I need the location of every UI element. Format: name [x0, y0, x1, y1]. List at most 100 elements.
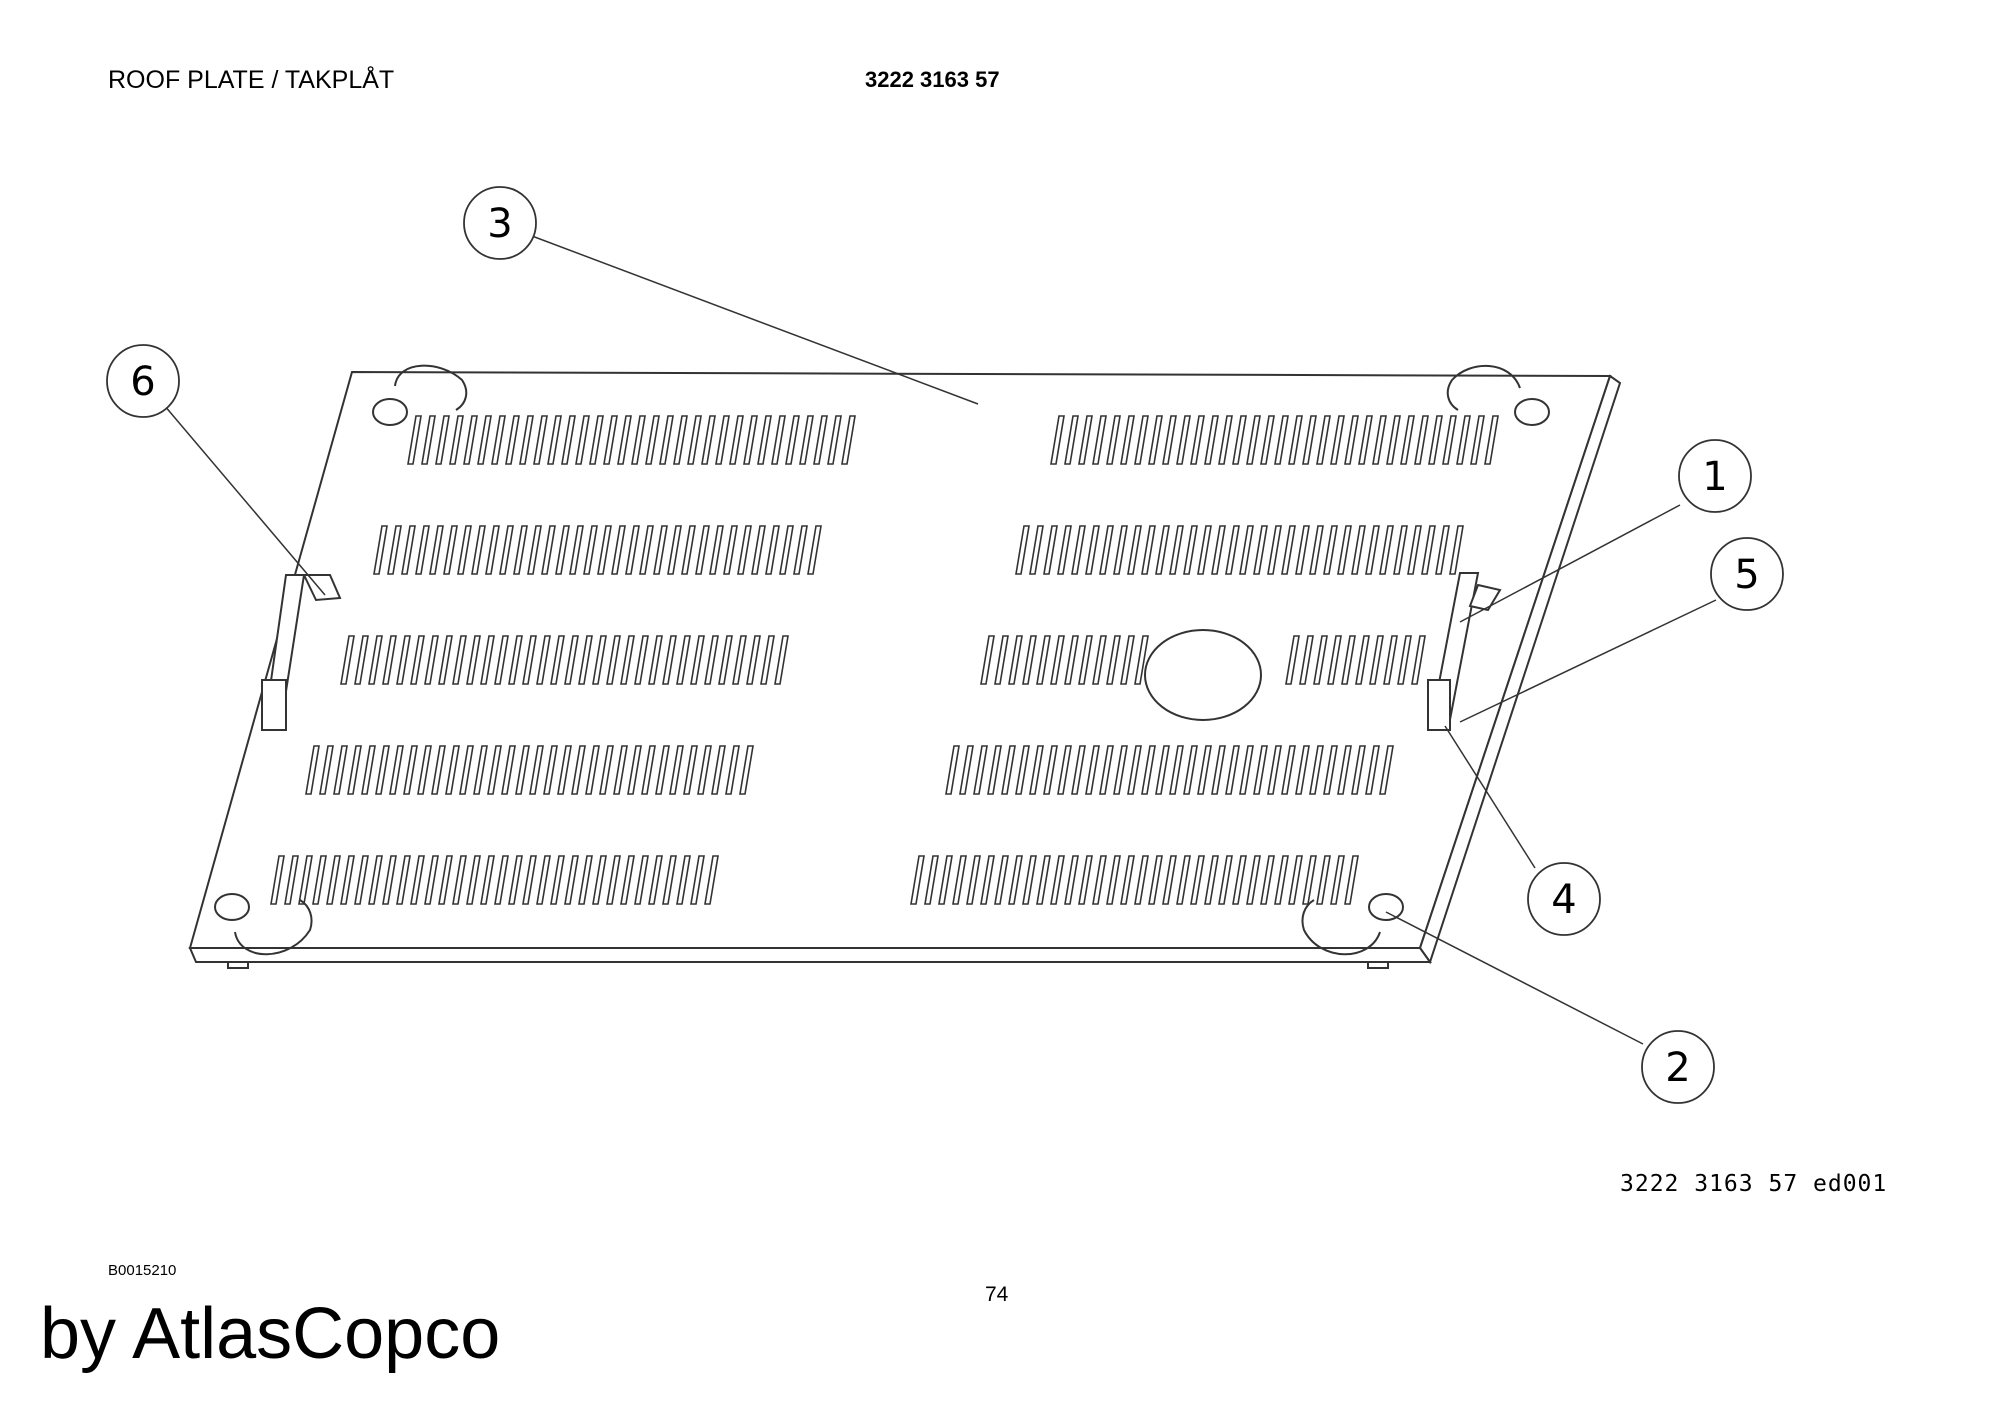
louver-slot — [723, 525, 738, 575]
louver-slot — [533, 415, 548, 465]
louver-slot — [480, 855, 495, 905]
louver-slot — [1057, 745, 1072, 795]
louver-slot — [1015, 525, 1030, 575]
louver-slot — [1197, 745, 1212, 795]
louver-slot — [519, 415, 534, 465]
louver-slot — [631, 415, 646, 465]
louver-slot — [1344, 855, 1359, 905]
louver-slot — [606, 855, 621, 905]
louver-slot — [1218, 415, 1233, 465]
corner-fasteners — [214, 364, 1550, 956]
louver-slot — [1064, 855, 1079, 905]
louver-slot — [485, 525, 500, 575]
louver-slot — [669, 745, 684, 795]
louver-slot — [513, 525, 528, 575]
louver-slot — [1183, 525, 1198, 575]
louver-slot — [457, 525, 472, 575]
louver-slot — [561, 415, 576, 465]
louver-slot — [471, 525, 486, 575]
balloon-6-label: 6 — [130, 359, 155, 405]
louver-slot — [1344, 415, 1359, 465]
louver-slot — [515, 745, 530, 795]
louver-slot — [1218, 855, 1233, 905]
balloon-6: 6 — [106, 344, 180, 418]
louver-slot — [583, 525, 598, 575]
louver-slot — [1435, 525, 1450, 575]
louver-slot — [641, 745, 656, 795]
louver-slot — [1428, 415, 1443, 465]
louver-slots — [270, 415, 1499, 905]
louver-slot — [1001, 745, 1016, 795]
leader-5 — [1459, 599, 1717, 723]
leader-lines — [163, 235, 1717, 1045]
louver-slot — [415, 525, 430, 575]
louver-slot — [1285, 635, 1300, 685]
louver-slot — [550, 635, 565, 685]
louver-slot — [424, 855, 439, 905]
balloon-1: 1 — [1678, 439, 1752, 513]
louver-slot — [1015, 745, 1030, 795]
louver-slot — [1330, 855, 1345, 905]
bracket-right-clip — [1427, 679, 1451, 731]
louver-slot — [807, 525, 822, 575]
louver-slot — [701, 415, 716, 465]
louver-slot — [603, 415, 618, 465]
louver-slot — [785, 415, 800, 465]
louver-slot — [550, 855, 565, 905]
louver-slot — [606, 635, 621, 685]
louver-slot — [676, 855, 691, 905]
louver-slot — [765, 525, 780, 575]
callout-balloons: 3 6 1 5 4 2 — [106, 186, 1784, 1104]
louver-slot — [1022, 635, 1037, 685]
louver-slot — [1414, 415, 1429, 465]
louver-slot — [491, 415, 506, 465]
louver-slot — [1043, 525, 1058, 575]
louver-slot — [1190, 415, 1205, 465]
drawing-reference: 3222 3163 57 ed001 — [1620, 1171, 1888, 1197]
louver-slot — [319, 745, 334, 795]
louver-slot — [1351, 525, 1366, 575]
louver-slot — [1309, 745, 1324, 795]
bracket-right-hook — [1468, 583, 1502, 612]
louver-slot — [452, 855, 467, 905]
louver-slot — [1078, 635, 1093, 685]
louver-slot — [529, 745, 544, 795]
louver-slot — [1050, 855, 1065, 905]
louver-slot — [711, 745, 726, 795]
louver-slot — [1323, 525, 1338, 575]
louver-slot — [799, 415, 814, 465]
louver-slot — [966, 855, 981, 905]
louver-slot — [1078, 855, 1093, 905]
louver-slot — [980, 635, 995, 685]
louver-slot — [1064, 415, 1079, 465]
louver-slot — [1309, 525, 1324, 575]
louver-slot — [585, 745, 600, 795]
louver-slot — [667, 525, 682, 575]
louver-slot — [994, 855, 1009, 905]
louver-slot — [354, 635, 369, 685]
louver-slot — [1120, 855, 1135, 905]
louver-slot — [1169, 525, 1184, 575]
louver-slot — [1197, 525, 1212, 575]
louver-slot — [1341, 635, 1356, 685]
louver-slot — [980, 855, 995, 905]
louver-slot — [368, 855, 383, 905]
louver-slot — [424, 635, 439, 685]
louver-slot — [361, 745, 376, 795]
louver-slot — [1204, 855, 1219, 905]
balloon-2-label: 2 — [1665, 1045, 1690, 1091]
document-code: B0015210 — [108, 1262, 177, 1279]
louver-slot — [435, 415, 450, 465]
louver-slot — [1281, 525, 1296, 575]
louver-slot — [959, 745, 974, 795]
louver-slot — [575, 415, 590, 465]
louver-slot — [938, 855, 953, 905]
louver-slot — [1190, 855, 1205, 905]
louver-slot — [1064, 635, 1079, 685]
louver-slot — [1022, 855, 1037, 905]
louver-slot — [1260, 415, 1275, 465]
louver-slot — [704, 635, 719, 685]
louver-slot — [401, 525, 416, 575]
louver-slot — [634, 635, 649, 685]
louver-slot — [1239, 525, 1254, 575]
